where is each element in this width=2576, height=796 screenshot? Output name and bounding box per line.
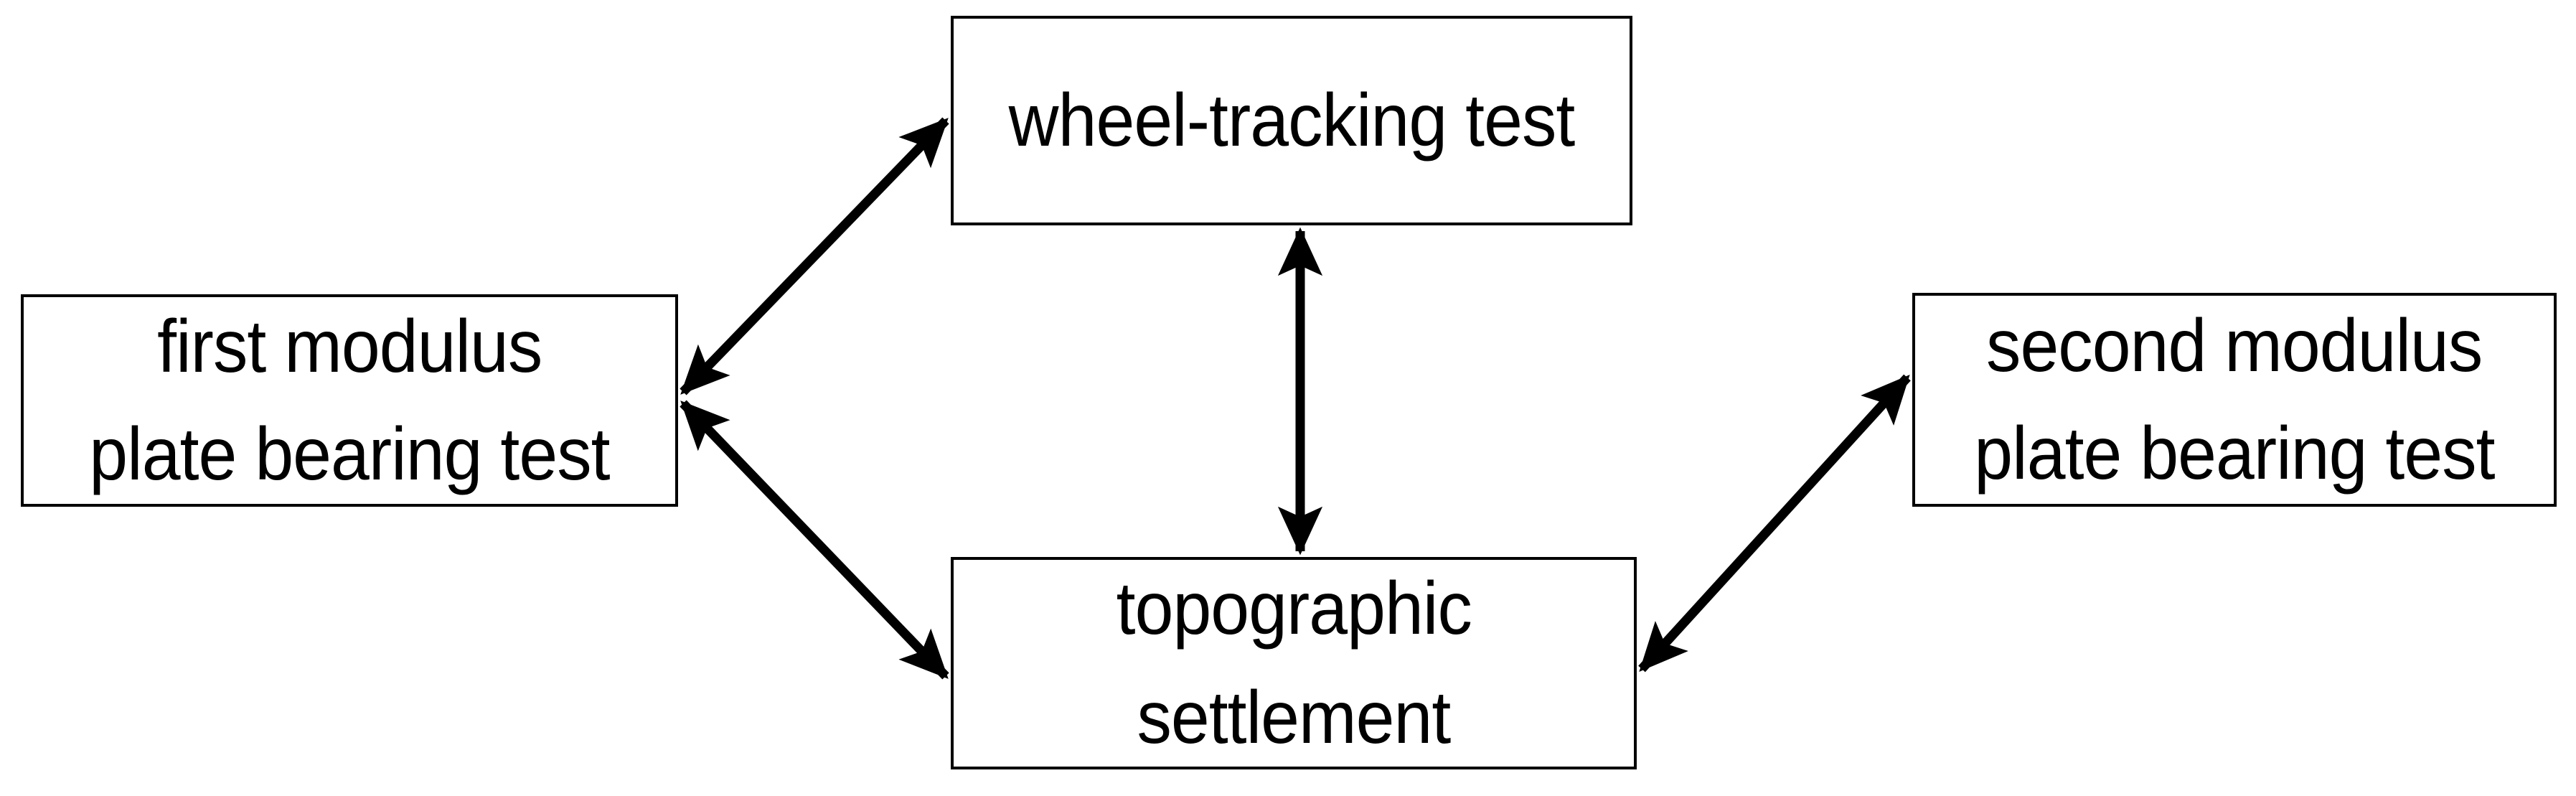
node-label-line-1: second modulus [1986,304,2483,388]
arrow-first-modulus-wheel-tracking [680,117,949,395]
node-label-line-1: topographic [1116,567,1472,650]
node-label-line-2: plate bearing test [89,413,610,496]
node-label-line-2: settlement [1137,676,1452,759]
node-second-modulus-plate-bearing-test[interactable]: second modulus plate bearing test [1912,293,2557,507]
node-label-line-2: plate bearing test [1974,412,2495,495]
node-label-line-1: wheel-tracking test [1008,79,1576,162]
node-topographic-settlement[interactable]: topographic settlement [951,557,1637,769]
node-wheel-tracking-test[interactable]: wheel-tracking test [951,16,1632,225]
node-label-line-1: first modulus [156,305,542,388]
arrow-first-modulus-topographic-settlement [680,400,949,680]
node-first-modulus-plate-bearing-test[interactable]: first modulus plate bearing test [21,294,678,507]
arrow-topographic-settlement-second-modulus [1638,374,1911,673]
